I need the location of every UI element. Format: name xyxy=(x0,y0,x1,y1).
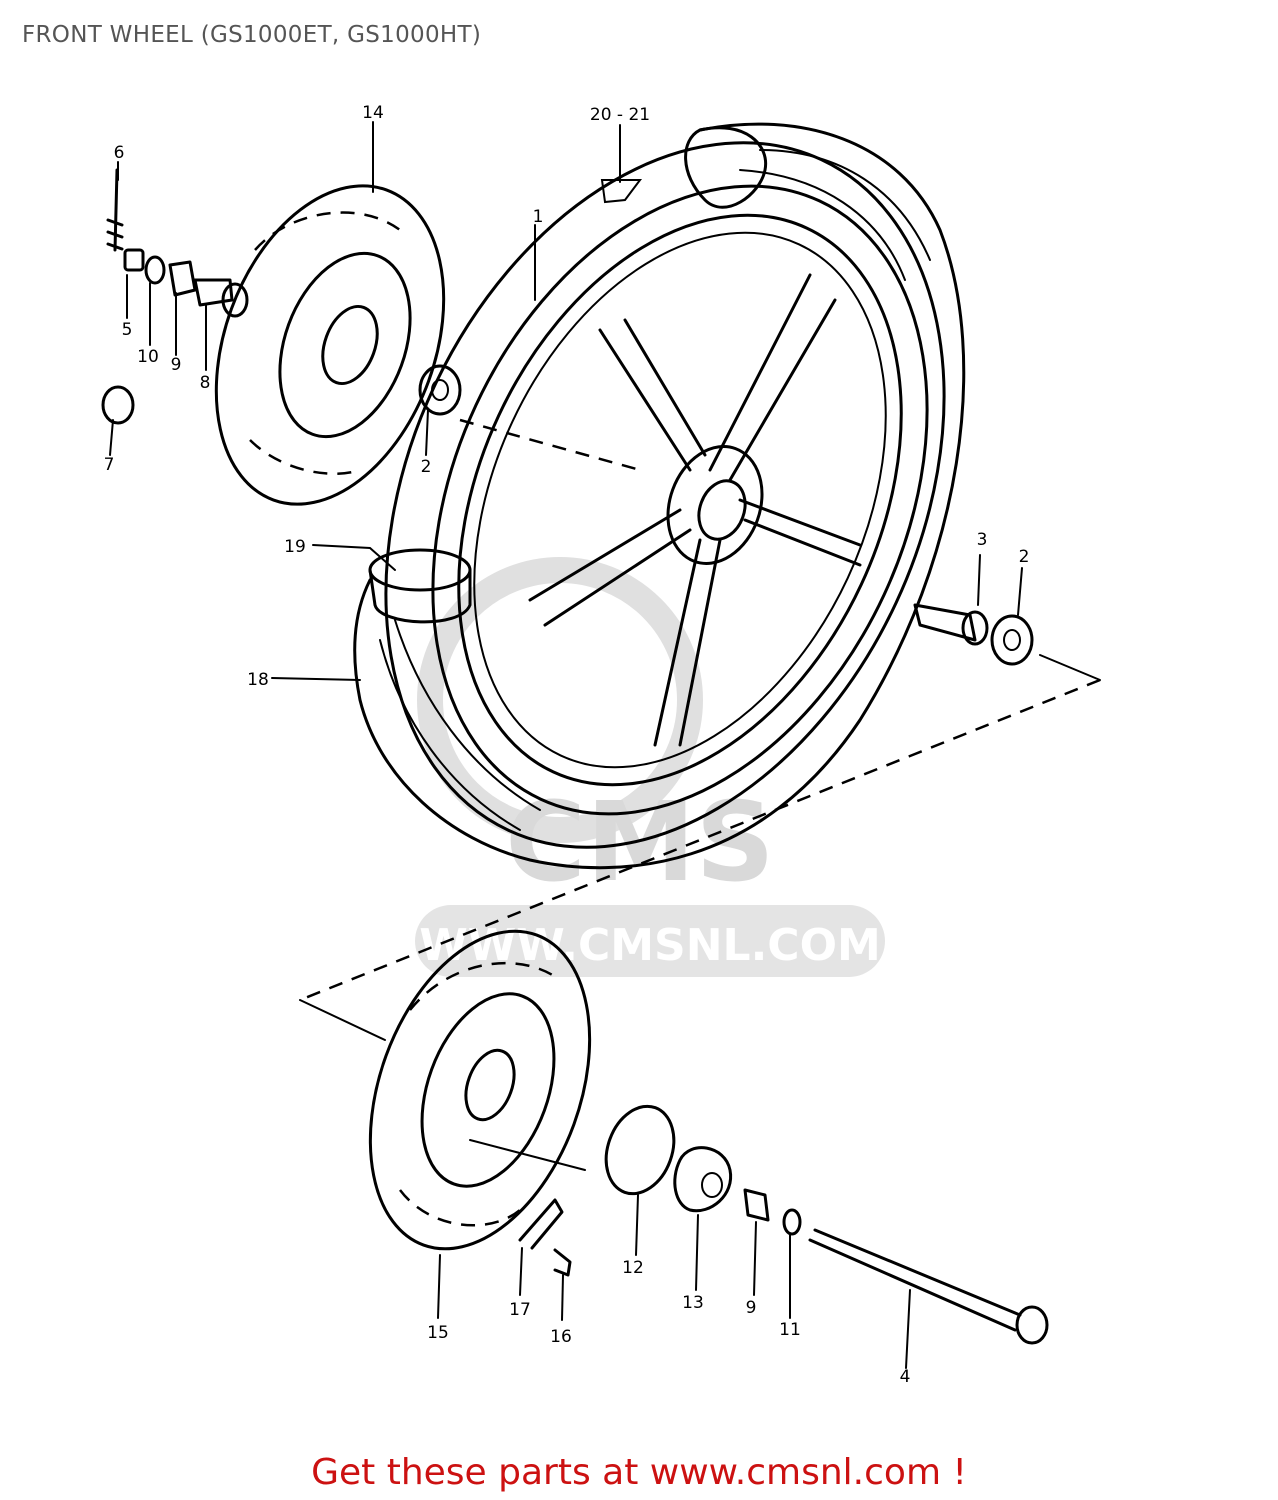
watermark-site: WWW.CMSNL.COM xyxy=(419,920,881,971)
callout-4: 4 xyxy=(900,1367,911,1387)
lower-hardware xyxy=(518,1104,1049,1345)
front-wheel xyxy=(353,122,966,870)
callout-18: 18 xyxy=(247,670,269,690)
page-title: FRONT WHEEL (GS1000ET, GS1000HT) xyxy=(22,22,482,48)
right-spacer-bearing xyxy=(913,603,1034,666)
axle-centerline xyxy=(299,418,1101,1041)
callout-5: 5 xyxy=(122,320,133,340)
callout-2-upper: 2 xyxy=(421,457,432,477)
callout-15: 15 xyxy=(427,1323,449,1343)
watermark: CMS WWW.CMSNL.COM xyxy=(415,557,885,977)
callout-14: 14 xyxy=(362,103,384,123)
shop-link[interactable]: Get these parts at www.cmsnl.com ! xyxy=(311,1452,967,1493)
callout-7: 7 xyxy=(104,455,115,475)
callout-10: 10 xyxy=(137,347,159,367)
callout-9-lower: 9 xyxy=(746,1298,757,1318)
brake-disc-upper xyxy=(214,184,446,506)
callout-16: 16 xyxy=(550,1327,572,1347)
callout-19: 19 xyxy=(284,537,306,557)
callout-1: 1 xyxy=(533,207,544,227)
callout-labels: 14 20 - 21 1 6 5 10 9 8 7 2 19 18 3 2 12… xyxy=(104,103,1030,1387)
callout-17: 17 xyxy=(509,1300,531,1320)
callout-12: 12 xyxy=(622,1258,644,1278)
callout-8: 8 xyxy=(200,373,211,393)
left-hardware xyxy=(101,168,249,425)
callout-11: 11 xyxy=(779,1320,801,1340)
bearing-upper xyxy=(418,364,462,416)
callout-3: 3 xyxy=(977,530,988,550)
callout-6: 6 xyxy=(114,143,125,163)
brake-disc-lower xyxy=(368,929,592,1251)
callout-9-upper: 9 xyxy=(171,355,182,375)
callout-20-21: 20 - 21 xyxy=(590,105,650,125)
callout-13: 13 xyxy=(682,1293,704,1313)
leader-lines xyxy=(109,121,1023,1369)
callout-2-right: 2 xyxy=(1019,547,1030,567)
